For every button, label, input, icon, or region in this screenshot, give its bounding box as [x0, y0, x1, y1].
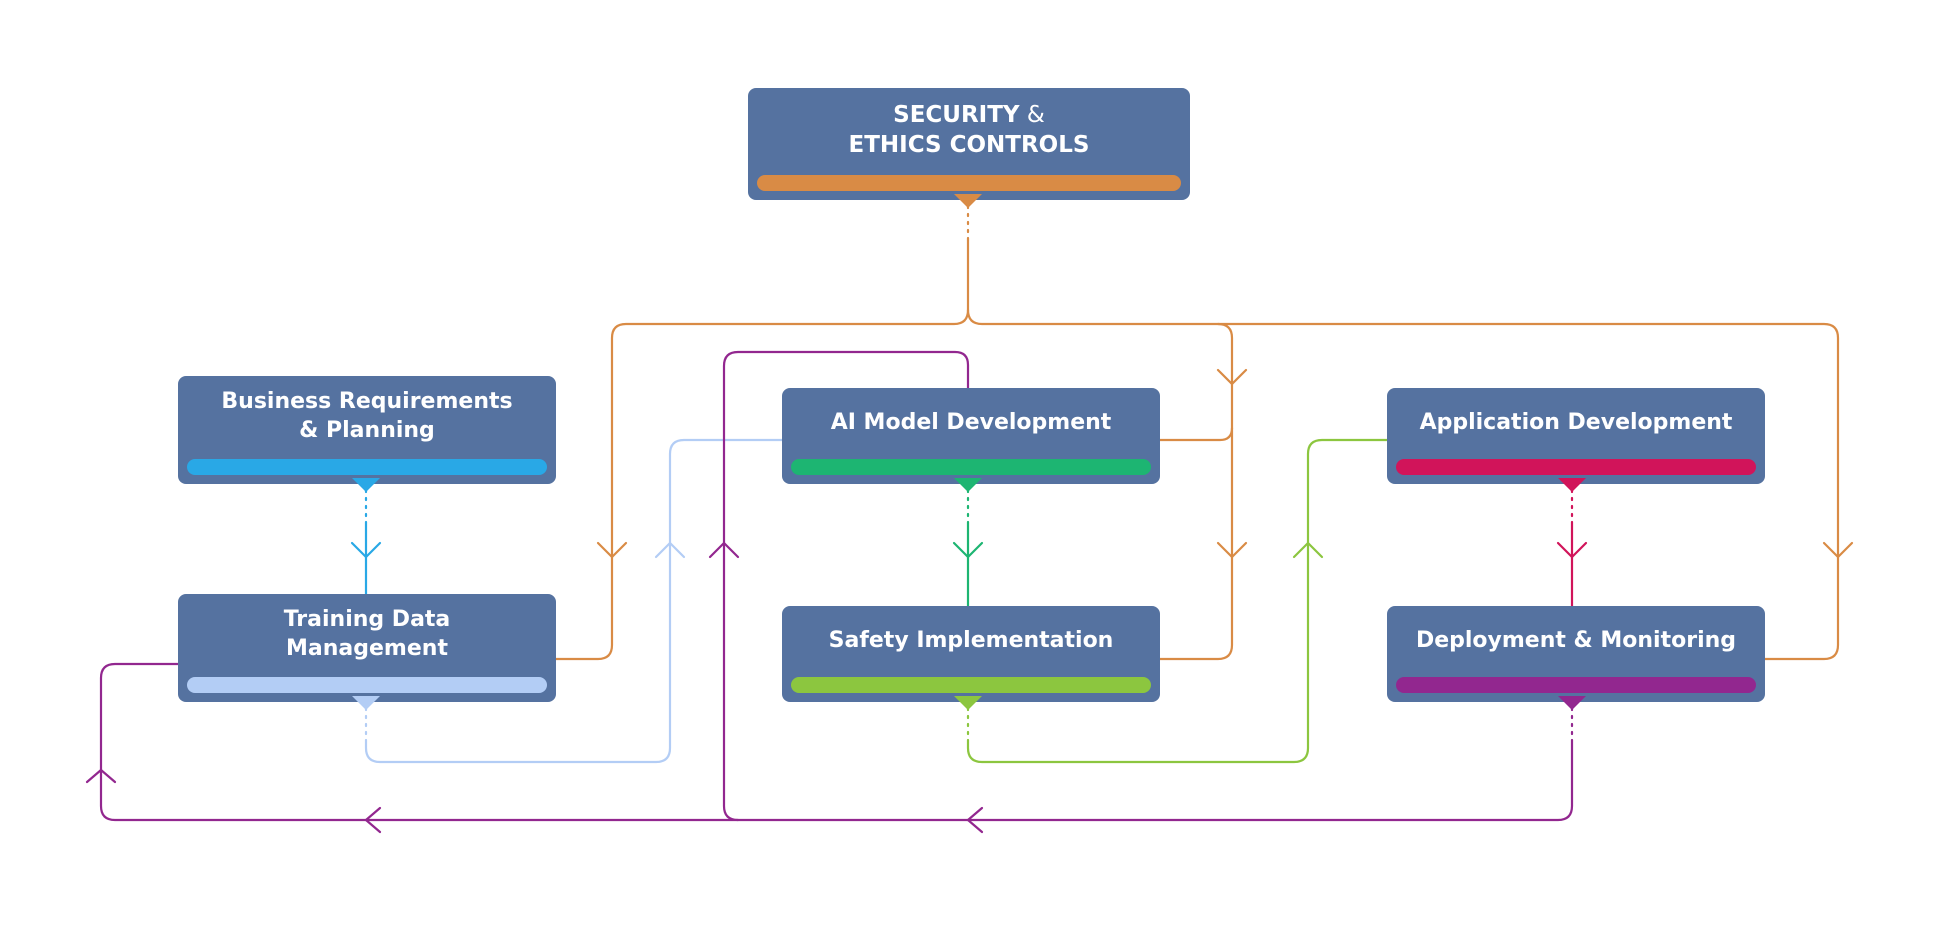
arrowhead-security-safety — [1216, 541, 1248, 559]
application-notch — [1558, 478, 1586, 492]
deployment-feedback-loop — [99, 662, 1574, 822]
application-accent-bar — [1396, 459, 1756, 475]
training-data-label: Training Data Management — [283, 607, 451, 661]
arrowhead-business-training — [350, 541, 382, 559]
security-branch-ai-model — [1156, 322, 1234, 442]
feedback-connectors — [85, 350, 1574, 834]
ai-model-node: AI Model Development — [782, 388, 1160, 492]
deployment-node: Deployment & Monitoring — [1387, 606, 1765, 710]
training-to-ai-model — [364, 438, 784, 764]
application-label: Application Development — [1419, 409, 1733, 435]
security-branch-training — [553, 308, 970, 661]
application-node: Application Development — [1387, 388, 1765, 492]
training-accent-bar — [187, 677, 547, 693]
deployment-notch — [1558, 696, 1586, 710]
security-ampersand: & — [1019, 102, 1045, 128]
arrowhead-ai-model-safety — [952, 541, 984, 559]
application-connectors — [1556, 488, 1588, 608]
security-ethics-node: SECURITY & ETHICS CONTROLS — [748, 88, 1190, 208]
security-connectors — [553, 204, 1854, 661]
business-requirements-label: Business Requirements & Planning — [221, 389, 513, 443]
safety-accent-bar — [791, 677, 1151, 693]
ethics-title: ETHICS CONTROLS — [848, 132, 1090, 158]
arrowhead-training-ai-model — [654, 541, 686, 559]
arrowhead-security-training — [596, 541, 628, 559]
safety-to-application — [966, 438, 1390, 764]
business-notch — [352, 478, 380, 492]
deployment-label: Deployment & Monitoring — [1415, 627, 1737, 653]
training-connectors — [364, 438, 784, 764]
arrowhead-safety-application — [1292, 541, 1324, 559]
business-connectors — [350, 488, 382, 596]
security-branch-safety — [1156, 426, 1234, 661]
ai-model-connectors — [952, 488, 984, 608]
feedback-to-ai-model — [722, 350, 970, 822]
safety-node: Safety Implementation — [782, 606, 1160, 710]
safety-connectors — [966, 438, 1390, 764]
security-notch — [954, 194, 982, 208]
safety-notch — [954, 696, 982, 710]
business-accent-bar — [187, 459, 547, 475]
safety-label: Safety Implementation — [828, 627, 1114, 653]
arrowhead-security-ai-model — [1216, 368, 1248, 386]
security-ethics-label: SECURITY & ETHICS CONTROLS — [748, 88, 1190, 172]
arrowhead-feedback-left — [364, 806, 382, 834]
security-accent-bar — [757, 175, 1181, 191]
security-title: SECURITY — [893, 102, 1020, 128]
arrowhead-application-deployment — [1556, 541, 1588, 559]
arrowhead-feedback-ai-model — [708, 541, 740, 559]
deployment-accent-bar — [1396, 677, 1756, 693]
training-notch — [352, 696, 380, 710]
ai-model-accent-bar — [791, 459, 1151, 475]
security-branch-right — [966, 308, 1840, 661]
arrowhead-security-deployment — [1822, 541, 1854, 559]
training-data-node: Training Data Management — [178, 594, 556, 710]
ai-model-notch — [954, 478, 982, 492]
arrowhead-feedback-training — [85, 768, 117, 784]
business-requirements-node: Business Requirements & Planning — [178, 376, 556, 492]
ai-model-label: AI Model Development — [830, 409, 1112, 435]
arrowhead-feedback-middle — [966, 806, 984, 834]
